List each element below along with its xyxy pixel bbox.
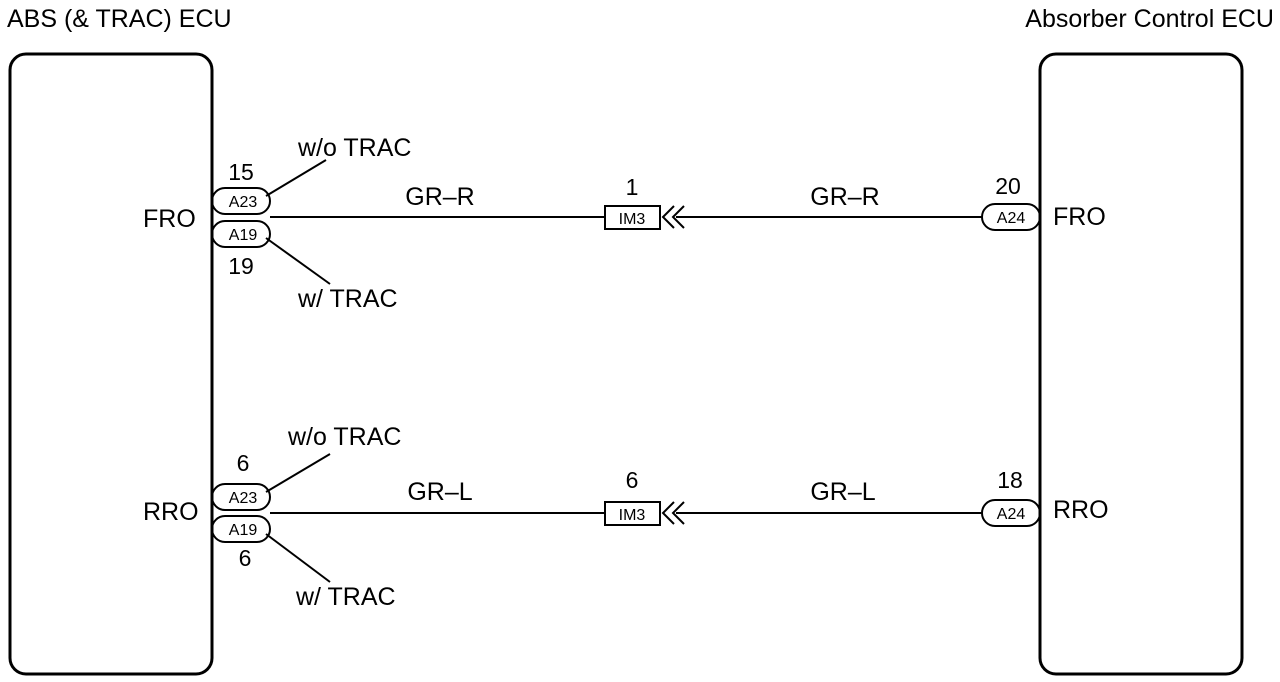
leader-a23-fro (265, 159, 327, 197)
connector-a23-fro (211, 187, 271, 215)
pin-im3-rro: 6 (626, 467, 639, 493)
pin-a23-rro: 6 (237, 450, 250, 476)
abs-ecu-box (8, 52, 214, 676)
junction-im3-rro (604, 501, 661, 526)
left-terminal-rro: RRO (143, 498, 199, 526)
connector-a23-fro-label: A23 (229, 194, 258, 211)
connector-a24-rro (981, 499, 1041, 527)
junction-arrow-rro-2 (671, 501, 685, 525)
junction-im3-rro-label: IM3 (619, 507, 646, 524)
leader-a19-fro (265, 237, 331, 285)
connector-a19-fro (211, 220, 271, 248)
note-a19-fro: w/ TRAC (297, 285, 398, 313)
junction-im3-fro (604, 205, 661, 230)
connector-a19-rro (211, 515, 271, 543)
pin-im3-fro: 1 (626, 174, 639, 200)
connector-a24-fro (981, 203, 1041, 231)
wire-color-rro-left: GR–L (407, 478, 472, 506)
right-terminal-rro: RRO (1053, 496, 1109, 524)
pin-a19-fro: 19 (228, 253, 254, 279)
abs-ecu-title: ABS (& TRAC) ECU (7, 5, 232, 33)
right-terminal-fro: FRO (1053, 203, 1106, 231)
pin-a23-fro: 15 (228, 159, 254, 185)
circuit-rro: RRO A23 6 w/o TRAC A19 6 w/ TRAC GR–L GR… (143, 423, 1109, 611)
leader-a23-rro (265, 453, 331, 493)
junction-arrow-rro-1 (661, 501, 675, 525)
wire-color-rro-right: GR–L (810, 478, 875, 506)
junction-arrow-fro-2 (671, 205, 685, 229)
wire-color-fro-left: GR–R (405, 183, 474, 211)
circuit-fro: FRO A23 15 w/o TRAC A19 19 w/ TRAC GR–R … (143, 134, 1106, 313)
connector-a24-rro-label: A24 (997, 506, 1026, 523)
connector-a23-rro (211, 483, 271, 511)
junction-im3-fro-label: IM3 (619, 211, 646, 228)
wire-color-fro-right: GR–R (810, 183, 879, 211)
note-a19-rro: w/ TRAC (295, 583, 396, 611)
connector-a19-rro-label: A19 (229, 522, 258, 539)
note-a23-rro: w/o TRAC (287, 423, 401, 451)
connector-a24-fro-label: A24 (997, 210, 1026, 227)
pin-a24-rro: 18 (997, 467, 1023, 493)
leader-a19-rro (265, 533, 331, 583)
absorber-ecu-title: Absorber Control ECU (1025, 5, 1274, 33)
left-terminal-fro: FRO (143, 205, 196, 233)
pin-a24-fro: 20 (995, 173, 1021, 199)
pin-a19-rro: 6 (239, 545, 252, 571)
connector-a23-rro-label: A23 (229, 490, 258, 507)
junction-arrow-fro-1 (661, 205, 675, 229)
note-a23-fro: w/o TRAC (297, 134, 411, 162)
absorber-ecu-box (1038, 52, 1244, 676)
connector-a19-fro-label: A19 (229, 227, 258, 244)
